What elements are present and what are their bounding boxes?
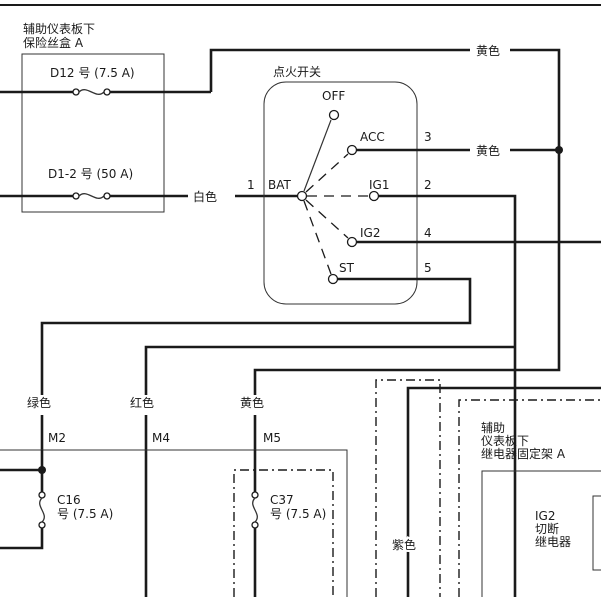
relay-box-title-line1: 辅助 <box>481 421 505 435</box>
contact-ig1 <box>368 190 380 202</box>
position-ig2-label: IG2 <box>360 226 380 240</box>
fuse-d1-2-symbol <box>0 192 188 200</box>
wire-st-out <box>40 277 472 395</box>
pin-st: 5 <box>424 261 432 275</box>
contact-bat <box>296 190 308 202</box>
pin-bat: 1 <box>247 178 255 192</box>
ignition-switch-title: 点火开关 <box>273 65 321 79</box>
wire-red-run-visible <box>144 345 515 395</box>
relay-label-line1: IG2 <box>535 509 555 523</box>
fuse-c37: C37 号 (7.5 A) <box>233 450 334 597</box>
wire-color-top-right: 黄色 <box>476 44 500 58</box>
purple-dashed-box <box>375 379 441 597</box>
fuse-box-title-line1: 辅助仪表板下 <box>23 22 95 36</box>
relay-label-line2: 切断 <box>535 521 559 536</box>
contact-st <box>327 273 339 285</box>
position-st-label: ST <box>339 261 355 275</box>
fuse-c16-line1: C16 <box>57 493 81 507</box>
rotor-arm-acc <box>305 153 349 193</box>
contact-acc <box>346 144 358 156</box>
wire-color-red: 红色 <box>130 395 154 410</box>
position-acc-label: ACC <box>360 130 385 144</box>
wire-color-acc-out: 黄色 <box>476 144 500 158</box>
connector-m5: M5 <box>263 431 281 445</box>
ignition-switch: 点火开关 OFF ACC BAT IG1 IG2 ST 1 3 2 4 5 <box>247 65 432 305</box>
fuse-d12-label: D12 号 (7.5 A) <box>50 66 135 80</box>
wire-purple <box>406 386 601 597</box>
fuse-c16: C16 号 (7.5 A) <box>0 450 113 550</box>
connector-m4: M4 <box>152 431 170 445</box>
rotor-arm-st <box>303 200 332 275</box>
junction-acc <box>555 146 563 154</box>
wire-ig1-out <box>379 194 517 597</box>
rotor-arm-ig2 <box>305 199 349 239</box>
wire-color-green: 绿色 <box>27 395 51 410</box>
fuse-d1-2-label: D1-2 号 (50 A) <box>48 167 133 181</box>
fuse-c37-line1: C37 <box>270 493 294 507</box>
fuse-box-title-line2: 保险丝盒 A <box>23 35 84 50</box>
wire-color-yellow: 黄色 <box>240 396 264 410</box>
relay-label-line3: 继电器 <box>535 535 571 549</box>
fuse-c16-line2: 号 (7.5 A) <box>57 507 113 521</box>
relay-box-a: 辅助 仪表板下 继电器固定架 A IG2 切断 继电器 <box>458 399 601 597</box>
pin-acc: 3 <box>424 130 432 144</box>
wire-yellow-top-right <box>253 48 561 395</box>
c37-dashed-box <box>233 469 334 597</box>
connector-m2: M2 <box>48 431 66 445</box>
rotor-arm-off <box>303 119 332 192</box>
fuse-c37-line2: 号 (7.5 A) <box>270 507 326 521</box>
contact-ig2 <box>346 236 358 248</box>
pin-ig2: 4 <box>424 226 432 240</box>
fuse-d12-symbol <box>0 88 211 96</box>
relay-box-title-line2: 仪表板下 <box>481 434 529 448</box>
position-off-label: OFF <box>322 89 345 103</box>
position-bat-label: BAT <box>268 178 292 192</box>
pin-ig1: 2 <box>424 178 432 192</box>
relay-box-title-line3: 继电器固定架 A <box>481 446 566 461</box>
wire-yellow-top <box>209 48 470 92</box>
wire-color-purple: 紫色 <box>392 538 416 552</box>
wire-color-bat-in: 白色 <box>193 189 217 204</box>
position-ig1-label: IG1 <box>369 178 389 192</box>
contact-off <box>328 109 340 121</box>
lower-fuse-box-outline <box>0 449 348 597</box>
fuse-box-a: 辅助仪表板下 保险丝盒 A D12 号 (7.5 A) D1-2 号 (50 A… <box>21 22 165 213</box>
